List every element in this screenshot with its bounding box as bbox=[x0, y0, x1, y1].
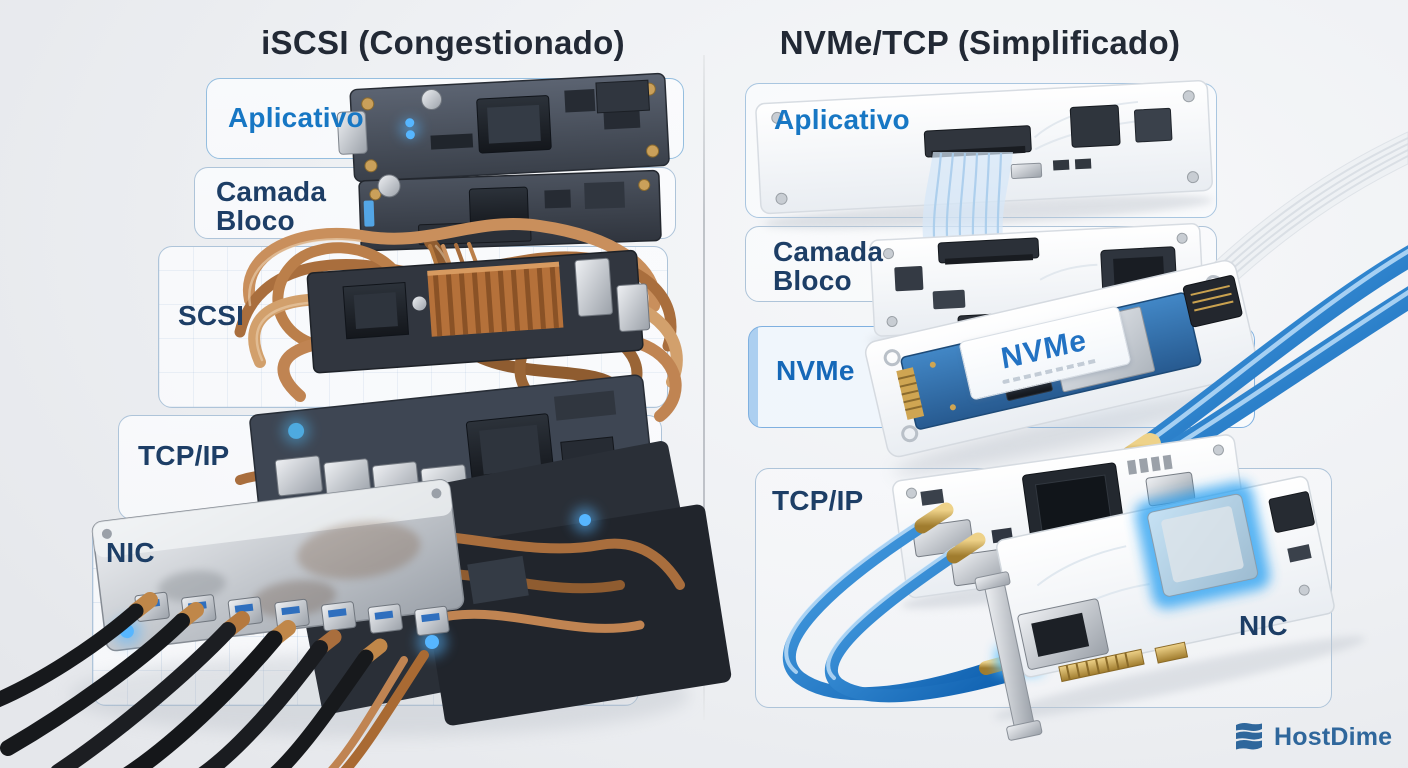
database-stack-icon bbox=[1236, 723, 1262, 750]
ssd-nvme-print: NVMe bbox=[998, 322, 1090, 376]
left-layer-box-tcpip: TCP/IP bbox=[118, 415, 662, 520]
right-layer-label-aplicativo: Aplicativo bbox=[774, 104, 910, 135]
left-layer-box-scsi: SCSI bbox=[158, 246, 668, 408]
left-layer-box-aplicativo: Aplicativo bbox=[206, 78, 684, 159]
left-panel-title: iSCSI (Congestionado) bbox=[261, 24, 625, 61]
left-layer-label-tcpip: TCP/IP bbox=[138, 440, 230, 471]
right-layer-label-camada-bloco: Camada Bloco bbox=[773, 236, 884, 297]
left-layer-box-nic: NIC bbox=[92, 524, 639, 706]
panel-divider bbox=[703, 55, 705, 720]
hostdime-logo: HostDime bbox=[1232, 722, 1392, 752]
right-layer-label-nic: NIC bbox=[1239, 610, 1288, 641]
left-layer-box-camada-bloco: Camada Bloco bbox=[194, 167, 676, 239]
left-layer-label-aplicativo: Aplicativo bbox=[228, 102, 364, 133]
right-layer-box-aplicativo: Aplicativo bbox=[745, 83, 1217, 218]
right-panel-title: NVMe/TCP (Simplificado) bbox=[779, 24, 1181, 61]
left-layer-label-scsi: SCSI bbox=[178, 300, 245, 331]
right-layer-label-nvme: NVMe bbox=[776, 355, 855, 386]
left-layer-label-camada-bloco: Camada Bloco bbox=[216, 176, 327, 237]
right-white-ribbon bbox=[1197, 131, 1408, 303]
right-layer-box-camada-bloco: Camada Bloco bbox=[745, 226, 1217, 302]
left-layer-label-nic: NIC bbox=[106, 537, 155, 568]
right-layer-label-tcpip: TCP/IP bbox=[772, 485, 864, 516]
brand-name: HostDime bbox=[1274, 722, 1393, 751]
right-layer-box-tcpip-nic: TCP/IP NIC bbox=[755, 468, 1332, 708]
